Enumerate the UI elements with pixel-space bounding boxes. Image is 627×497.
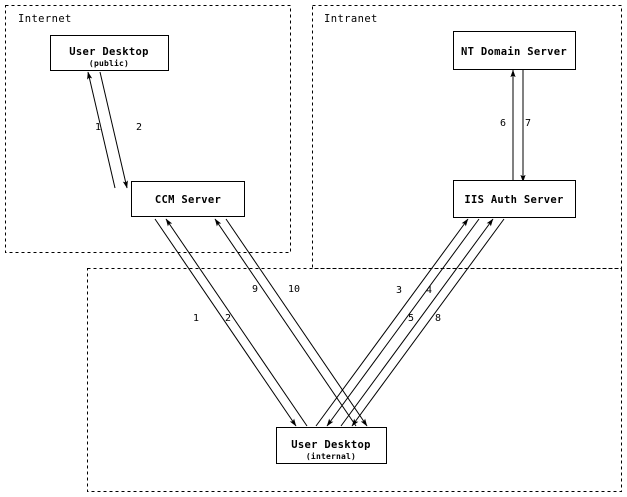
node-user-desktop-internal[interactable]: User Desktop (internal) <box>275 426 388 465</box>
flow-group-iis-internal-58 <box>340 218 505 427</box>
flow-group-iis-internal-34 <box>315 218 480 427</box>
step-label-2-internal: 2 <box>225 313 231 324</box>
node-box-nt-domain-server[interactable] <box>452 30 577 71</box>
flow-group-public-ccm <box>87 71 128 189</box>
step-label-7: 7 <box>525 118 531 129</box>
node-title-user-desktop-public: User Desktop <box>69 46 148 58</box>
node-ccm-server[interactable]: CCM Server <box>130 180 246 218</box>
node-title-iis-auth-server: IIS Auth Server <box>464 194 563 206</box>
step-labels: 1 2 1 2 3 4 5 6 7 8 9 10 <box>95 118 531 324</box>
step-label-4: 4 <box>426 285 432 296</box>
flow-line-step-8-down <box>351 218 505 427</box>
flow-group-ccm-internal-910 <box>214 218 368 427</box>
step-label-9: 9 <box>252 284 258 295</box>
step-label-8: 8 <box>435 313 441 324</box>
node-subtitle-user-desktop-internal: (internal) <box>306 451 356 461</box>
flow-line-step-2-internal <box>165 218 308 427</box>
node-title-ccm-server: CCM Server <box>155 194 221 206</box>
node-nt-domain-server[interactable]: NT Domain Server <box>452 30 577 71</box>
node-box-iis-auth-server[interactable] <box>452 179 577 219</box>
step-label-6: 6 <box>500 118 506 129</box>
node-title-user-desktop-internal: User Desktop <box>291 439 370 451</box>
zone-internet-boundary <box>5 5 291 253</box>
zone-label-intranet: Intranet <box>324 13 378 25</box>
node-box-user-desktop-public[interactable] <box>49 34 170 72</box>
node-box-ccm-server[interactable] <box>130 180 246 218</box>
step-label-1-public: 1 <box>95 122 101 133</box>
node-iis-auth-server[interactable]: IIS Auth Server <box>452 179 577 219</box>
flow-group-ccm-internal-12 <box>154 218 308 427</box>
zone-internal-boundary <box>87 268 622 492</box>
node-title-nt-domain-server: NT Domain Server <box>461 46 567 58</box>
flow-line-step-4-down <box>326 218 480 427</box>
flow-line-step-3-up <box>315 218 469 427</box>
step-label-3: 3 <box>396 285 402 296</box>
flow-line-step-1-down <box>99 71 128 189</box>
node-user-desktop-public[interactable]: User Desktop (public) <box>49 34 170 72</box>
zone-label-internet: Internet <box>18 13 72 25</box>
node-subtitle-user-desktop-public: (public) <box>89 58 129 68</box>
step-label-5: 5 <box>408 313 414 324</box>
node-box-user-desktop-internal[interactable] <box>275 426 388 465</box>
flow-line-step-1-internal <box>154 218 297 427</box>
step-label-10: 10 <box>288 284 300 295</box>
flow-line-step-9-up <box>214 218 357 427</box>
flow-line-step-10-down <box>225 218 368 427</box>
step-label-2-public: 2 <box>136 122 142 133</box>
zone-boundaries <box>5 5 622 492</box>
flow-line-step-2-up <box>87 71 116 189</box>
flow-group-iis-nt <box>510 69 526 183</box>
flow-line-step-5-up <box>340 218 494 427</box>
step-label-1-internal: 1 <box>193 313 199 324</box>
